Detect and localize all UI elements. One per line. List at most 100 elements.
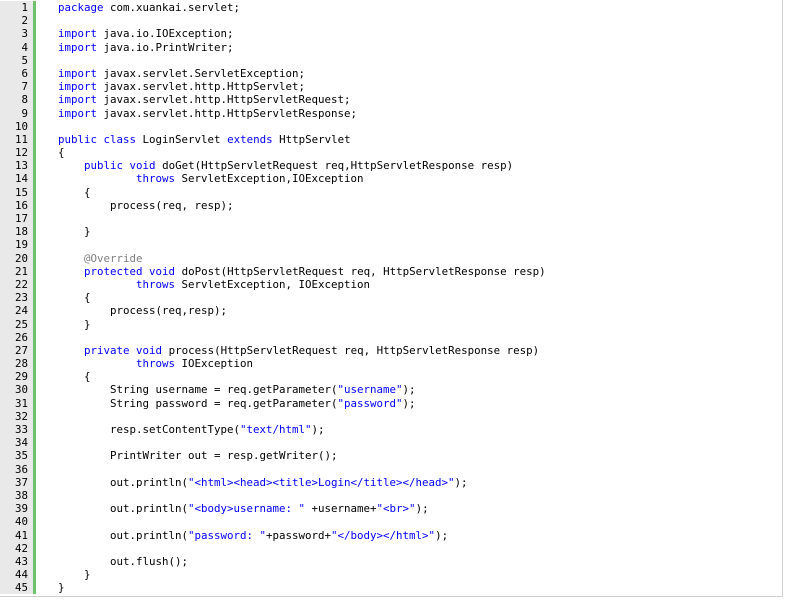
code-text <box>36 331 58 344</box>
code-text <box>36 542 58 555</box>
code-token: extends <box>227 132 273 146</box>
line-number: 12 <box>0 146 33 160</box>
code-text: PrintWriter out = resp.getWriter(); <box>36 449 338 462</box>
change-marker <box>33 304 36 318</box>
code-token: @Override <box>84 251 143 265</box>
code-token: import <box>58 93 98 107</box>
code-line: 33 resp.setContentType("text/html"); <box>0 423 786 437</box>
change-marker <box>33 317 36 331</box>
line-number: 42 <box>0 541 33 555</box>
code-token: private <box>84 343 130 357</box>
code-line: 39 out.println("<body>username: " +usern… <box>0 502 786 516</box>
code-token: void <box>136 343 163 357</box>
code-token: { <box>58 370 91 384</box>
code-line: 19 <box>0 238 786 252</box>
change-marker <box>33 423 36 437</box>
line-number: 22 <box>0 277 33 292</box>
code-line: 12{ <box>0 146 786 160</box>
change-marker <box>33 330 36 344</box>
code-line: 28 throws IOException <box>0 357 786 371</box>
code-text: } <box>36 581 65 594</box>
line-number: 19 <box>0 238 33 252</box>
code-line: 22 throws ServletException, IOException <box>0 277 786 292</box>
line-number: 20 <box>0 251 33 265</box>
line-number: 35 <box>0 449 33 463</box>
code-token: String username = req.getParameter( <box>58 383 338 397</box>
code-text: protected void doPost(HttpServletRequest… <box>36 265 546 278</box>
code-token: throws <box>136 277 176 291</box>
change-marker <box>33 146 36 160</box>
code-line: 15 { <box>0 185 786 199</box>
change-marker <box>33 436 36 450</box>
code-text: throws IOException <box>36 357 253 370</box>
code-line: 35 PrintWriter out = resp.getWriter(); <box>0 449 786 463</box>
code-token: void <box>149 264 176 278</box>
code-line: 40 <box>0 515 786 529</box>
change-marker <box>33 27 36 41</box>
code-token: java.io.IOException; <box>97 27 234 41</box>
code-token: } <box>58 581 65 595</box>
code-token: } <box>58 317 91 331</box>
code-token: doPost(HttpServletRequest req, HttpServl… <box>175 264 546 278</box>
change-marker <box>33 172 36 186</box>
line-number: 28 <box>0 357 33 371</box>
code-text: { <box>36 186 91 199</box>
code-token: out.println( <box>58 475 189 489</box>
code-token <box>58 357 136 370</box>
change-marker <box>33 251 36 265</box>
line-number: 13 <box>0 159 33 173</box>
code-line: 17 <box>0 212 786 226</box>
code-token: "text/html" <box>240 423 312 436</box>
code-token: } <box>58 568 91 582</box>
change-marker <box>33 343 36 358</box>
code-text <box>36 463 58 476</box>
code-text: process(req, resp); <box>36 199 234 212</box>
change-marker <box>33 80 36 94</box>
change-marker <box>33 357 36 371</box>
code-line: 29 { <box>0 370 786 384</box>
change-marker <box>33 383 36 397</box>
code-token: public <box>84 159 124 173</box>
code-line: 21 protected void doPost(HttpServletRequ… <box>0 264 786 278</box>
line-number: 11 <box>0 132 33 147</box>
code-text: @Override <box>36 252 143 265</box>
line-number: 8 <box>0 93 33 107</box>
change-marker <box>33 53 36 67</box>
code-token: "<br>" <box>376 502 416 516</box>
change-marker <box>33 568 36 582</box>
code-token: ServletException, IOException <box>175 277 371 291</box>
code-text: public void doGet(HttpServletRequest req… <box>36 159 513 172</box>
code-text: import java.io.IOException; <box>36 27 234 40</box>
code-line: 5 <box>0 53 786 67</box>
code-token: } <box>58 225 91 239</box>
code-token: out.println( <box>58 528 189 542</box>
code-token: IOException <box>175 357 254 371</box>
code-token: String password = req.getParameter( <box>58 396 338 410</box>
code-text <box>36 436 58 449</box>
change-marker <box>33 106 36 120</box>
line-number: 39 <box>0 502 33 516</box>
line-number: 4 <box>0 40 33 54</box>
line-number: 14 <box>0 172 33 186</box>
code-token: class <box>103 132 137 146</box>
code-line: 16 process(req, resp); <box>0 198 786 212</box>
change-marker <box>33 515 36 529</box>
code-text: public class LoginServlet extends HttpSe… <box>36 133 351 146</box>
code-line: 42 <box>0 541 786 555</box>
code-text: { <box>36 146 65 159</box>
line-number: 24 <box>0 304 33 318</box>
code-text: String username = req.getParameter("user… <box>36 383 416 396</box>
change-marker <box>33 264 36 278</box>
line-number: 7 <box>0 80 33 94</box>
line-number: 45 <box>0 581 33 595</box>
code-token: ); <box>435 528 449 542</box>
code-text: process(req,resp); <box>36 304 227 317</box>
line-number: 10 <box>0 119 33 133</box>
code-token: process(req,resp); <box>58 304 228 318</box>
